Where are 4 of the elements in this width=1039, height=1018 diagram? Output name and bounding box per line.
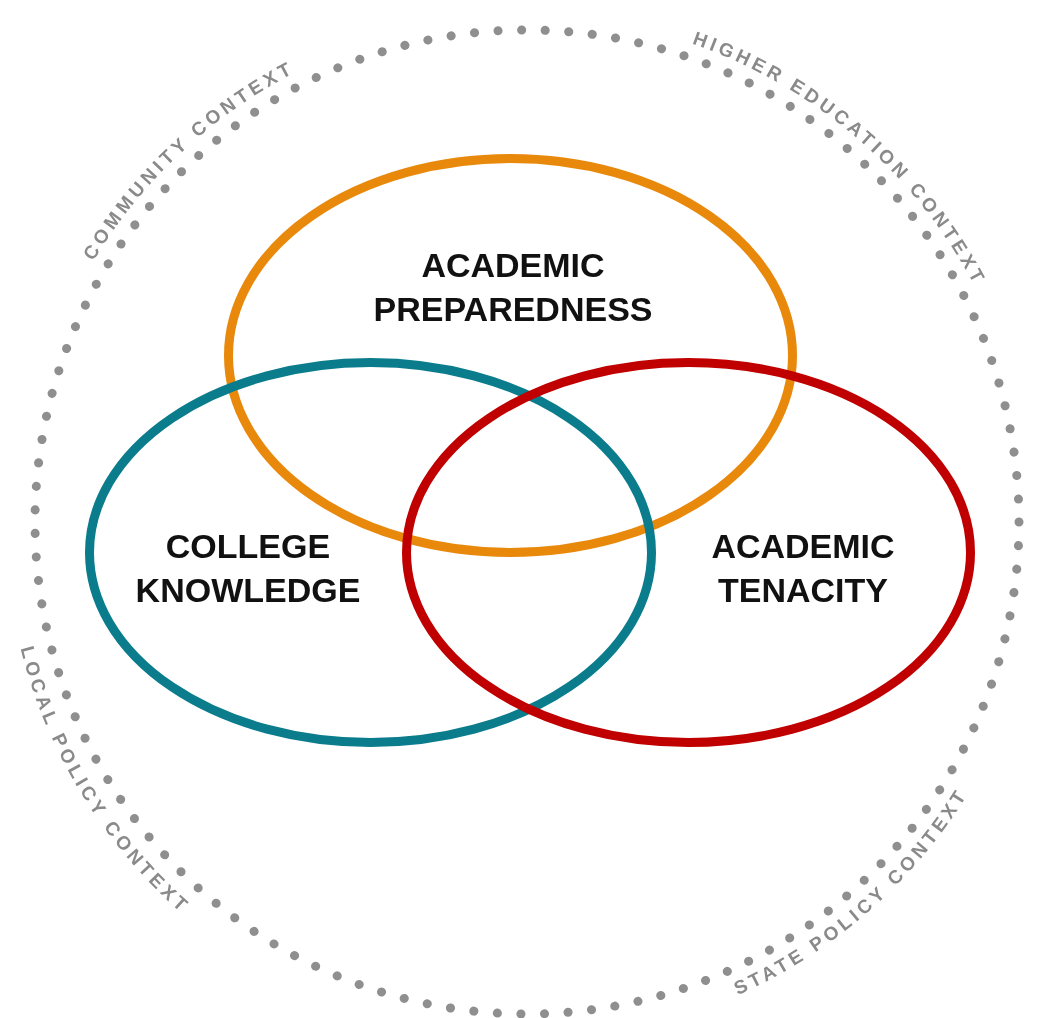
circle-label: COLLEGE KNOWLEDGE (135, 526, 361, 611)
venn-ellipse (401, 357, 975, 747)
circle-label: ACADEMIC TENACITY (711, 526, 895, 611)
circle-label: ACADEMIC PREPAREDNESS (373, 245, 653, 330)
